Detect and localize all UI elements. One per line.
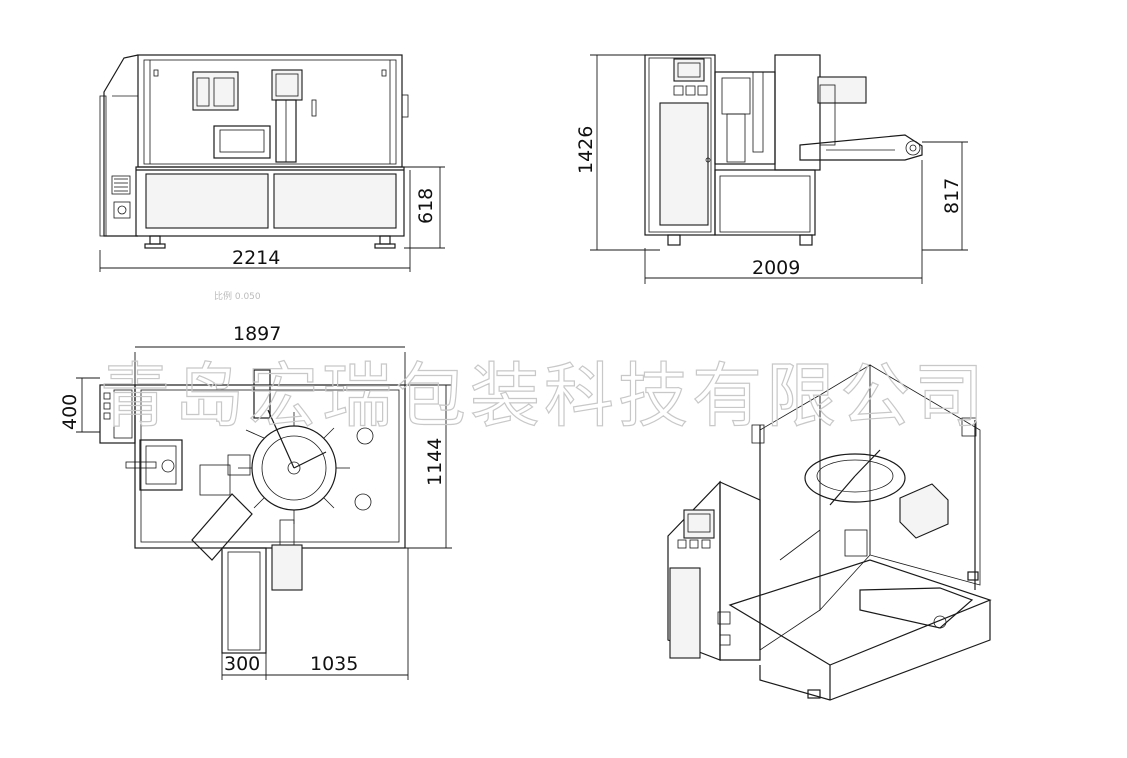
side-view [590, 54, 968, 284]
top-panel-depth-dim: 400 [59, 394, 81, 430]
top-offset-dim: 1035 [310, 653, 358, 675]
front-width-dim: 2214 [232, 247, 280, 269]
company-watermark: 青岛宏瑞包装科技有限公司 [100, 355, 988, 437]
top-chute-width-dim: 300 [224, 653, 260, 675]
front-height-dim: 618 [415, 188, 437, 224]
top-view [76, 346, 452, 680]
top-depth-dim: 1144 [424, 438, 446, 486]
side-total-height-dim: 1426 [575, 126, 597, 174]
isometric-view [667, 364, 992, 701]
scale-note: 比例 0.050 [214, 290, 261, 302]
side-conveyor-height-dim: 817 [941, 178, 963, 214]
side-width-dim: 2009 [752, 257, 800, 279]
front-view [99, 54, 445, 272]
top-width-dim: 1897 [233, 323, 281, 345]
